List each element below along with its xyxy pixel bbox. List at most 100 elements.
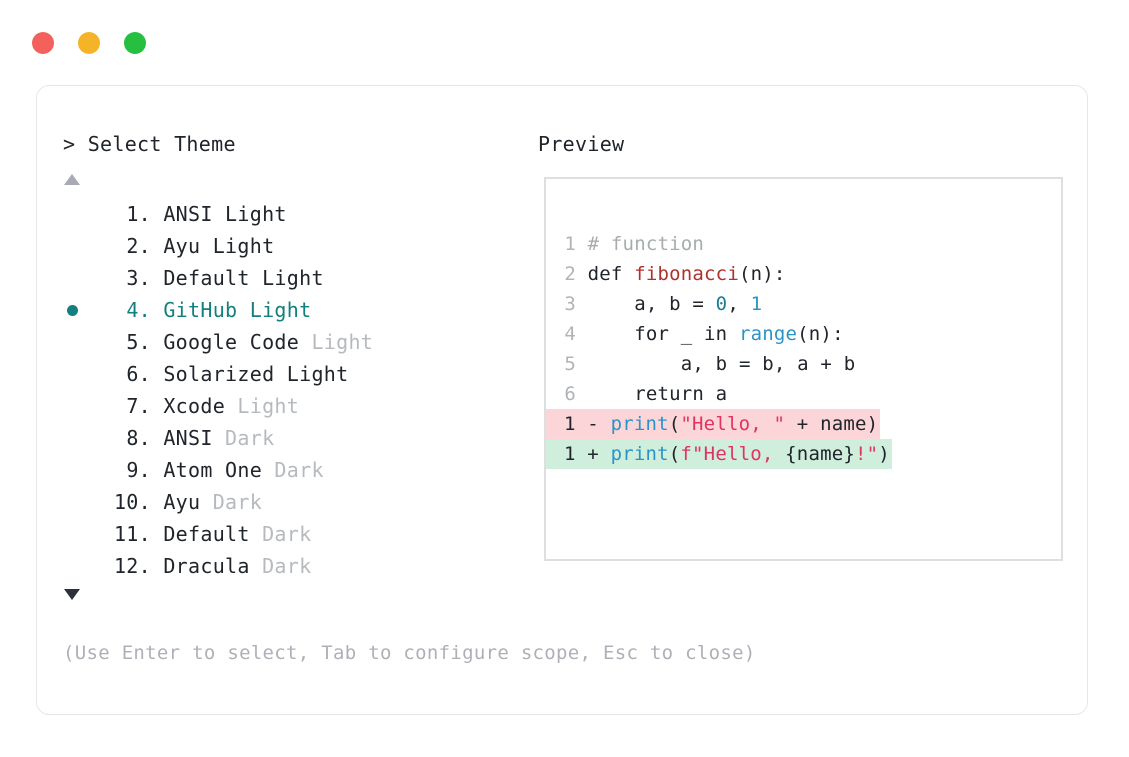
theme-list-item[interactable]: 1. ANSI Light [63, 198, 533, 230]
window-traffic-lights [32, 32, 146, 54]
code-token: "Hello, " [680, 413, 786, 435]
theme-item-index: 1. [126, 202, 151, 226]
code-token: return a [587, 383, 728, 405]
diff-line-number: 1 [564, 443, 576, 465]
diff-line-plus: 1 + print(f"Hello, {name}!") [546, 439, 892, 469]
theme-item-name: Default [151, 522, 263, 546]
theme-item-variant: Dark [274, 458, 324, 482]
theme-item-index: 6. [126, 362, 151, 386]
code-line-number: 5 [564, 353, 576, 375]
code-token: " [866, 443, 879, 465]
theme-item-variant: Light [212, 234, 275, 258]
diff-row: 1 + print(f"Hello, {name}!") [546, 439, 1061, 469]
keyboard-hint: (Use Enter to select, Tab to configure s… [63, 642, 756, 664]
theme-item-variant: Light [262, 266, 324, 290]
code-token: {name} [785, 443, 856, 465]
theme-list-item[interactable]: 12. Dracula Dark [63, 550, 533, 582]
triangle-up-icon [64, 174, 80, 185]
code-token: fibonacci [634, 263, 739, 285]
page-title-text [75, 132, 87, 156]
diff-marker: - [575, 413, 611, 435]
code-gutter-space [576, 383, 588, 405]
theme-item-index: 2. [126, 234, 151, 258]
code-gutter-space [576, 293, 588, 315]
code-line: 2 def fibonacci(n): [564, 259, 1061, 289]
code-line: 4 for _ in range(n): [564, 319, 1061, 349]
code-token: ( [668, 443, 681, 465]
window-maximize-button[interactable] [124, 32, 146, 54]
code-token: (n): [738, 263, 786, 285]
preview-label: Preview [538, 132, 625, 156]
theme-item-name: Ayu [151, 490, 213, 514]
theme-item-index: 8. [126, 426, 151, 450]
theme-item-variant: Dark [212, 490, 263, 514]
code-gutter-space [576, 323, 588, 345]
code-token: 0 [715, 293, 728, 315]
window-minimize-button[interactable] [78, 32, 100, 54]
page-title-label: Select Theme [87, 132, 236, 156]
theme-list-item[interactable]: 11. Default Dark [63, 518, 533, 550]
theme-item-name: GitHub [151, 298, 250, 322]
theme-item-index: 11. [113, 522, 151, 546]
theme-list-item[interactable]: 10. Ayu Dark [63, 486, 533, 518]
code-line-number: 1 [564, 233, 576, 255]
selected-bullet-icon [67, 305, 78, 316]
theme-item-name: Google Code [151, 330, 312, 354]
theme-item-name: Dracula [151, 554, 263, 578]
code-token: + name) [785, 413, 879, 435]
code-token: ! [855, 443, 867, 465]
scroll-down-arrow[interactable] [63, 589, 80, 600]
code-token: print [610, 413, 669, 435]
code-line-number: 3 [564, 293, 576, 315]
theme-item-index: 12. [113, 554, 151, 578]
code-token: for _ in [587, 323, 739, 345]
code-token: 1 [750, 293, 763, 315]
code-token: (n): [797, 323, 844, 345]
code-line: 1 # function [564, 229, 1061, 259]
code-token: def [587, 263, 635, 285]
code-token: ( [668, 413, 681, 435]
theme-list-item[interactable]: 7. Xcode Light [63, 390, 533, 422]
page-title: > Select Theme [63, 132, 533, 156]
theme-item-variant: Light [237, 394, 300, 418]
theme-item-variant: Dark [225, 426, 275, 450]
code-token: print [610, 443, 669, 465]
theme-list-item[interactable]: 8. ANSI Dark [63, 422, 533, 454]
theme-item-index: 7. [126, 394, 151, 418]
code-line: 3 a, b = 0, 1 [564, 289, 1061, 319]
window-close-button[interactable] [32, 32, 54, 54]
code-gutter-space [576, 263, 588, 285]
code-gutter-space [576, 233, 588, 255]
code-token: range [738, 323, 798, 345]
theme-item-name: Default [151, 266, 263, 290]
code-line-number: 6 [564, 383, 576, 405]
theme-list-item[interactable]: 5. Google Code Light [63, 326, 533, 358]
diff-marker: + [575, 443, 611, 465]
theme-item-name: ANSI [151, 426, 226, 450]
prompt-caret-icon: > [63, 132, 76, 156]
code-line: 5 a, b = b, a + b [564, 349, 1061, 379]
theme-item-name: Atom One [151, 458, 275, 482]
theme-list-column: > Select Theme [63, 132, 533, 156]
code-line: 6 return a [564, 379, 1061, 409]
theme-list-item[interactable]: 3. Default Light [63, 262, 533, 294]
code-token: a, b = b, a + b [587, 353, 856, 375]
theme-item-index: 5. [126, 330, 151, 354]
scroll-up-arrow[interactable] [63, 174, 80, 185]
code-line-number: 4 [564, 323, 576, 345]
theme-item-index: 9. [126, 458, 151, 482]
theme-list-item[interactable]: 9. Atom One Dark [63, 454, 533, 486]
theme-item-index: 10. [113, 490, 151, 514]
diff-preview: 1 - print("Hello, " + name)1 + print(f"H… [546, 409, 1061, 469]
theme-list-item[interactable]: 4. GitHub Light [63, 294, 533, 326]
code-token: # function [587, 233, 705, 255]
theme-list-item[interactable]: 6. Solarized Light [63, 358, 533, 390]
theme-list-item[interactable]: 2. Ayu Light [63, 230, 533, 262]
theme-item-variant: Light [249, 298, 312, 322]
